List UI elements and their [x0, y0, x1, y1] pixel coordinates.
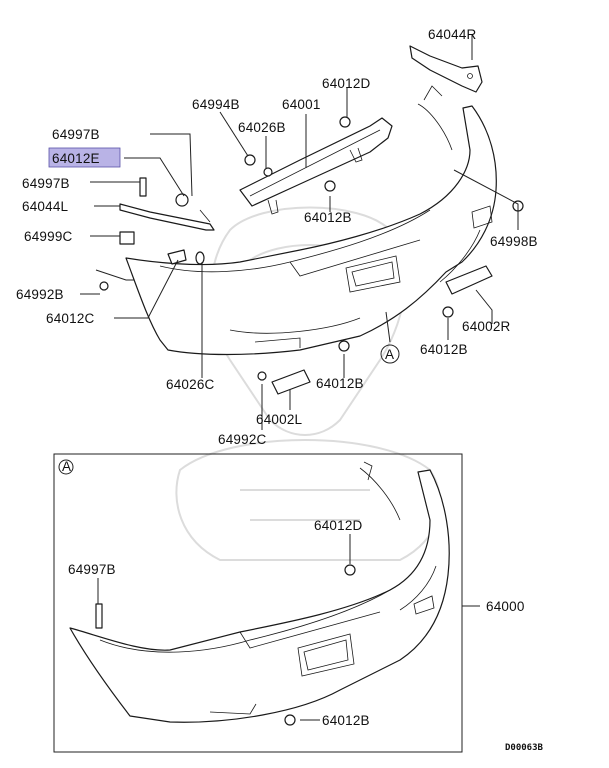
label-64997B-top: 64997B: [52, 127, 100, 142]
label-64026C: 64026C: [166, 377, 215, 392]
bracket-64044L: [119, 203, 215, 231]
diagram-code: D00063B: [505, 743, 544, 753]
view-marker-circle: [380, 344, 400, 364]
bumper-cover-upper: [125, 85, 497, 356]
label-64044L: 64044L: [22, 199, 69, 214]
label-64997B-mid: 64997B: [22, 176, 70, 191]
label-64012D-inset: 64012D: [314, 518, 363, 533]
leader-lines-upper: [80, 35, 519, 430]
highlight-box: [48, 147, 121, 168]
bracket-64044R: [409, 45, 483, 93]
bumper-cover-inset: [69, 469, 450, 723]
label-64012D: 64012D: [322, 76, 371, 91]
callout-labels-upper: 64044R 64012D 64994B 64001 64026B 64997B…: [16, 27, 538, 447]
label-64000: 64000: [486, 599, 525, 614]
label-64992C: 64992C: [218, 432, 267, 447]
label-64012C: 64012C: [46, 311, 95, 326]
label-64044R: 64044R: [428, 27, 477, 42]
inset-view-A: A 64012D 64997B 64000 64012B: [53, 453, 525, 753]
label-64012B-b: 64012B: [420, 342, 468, 357]
label-64997B-inset: 64997B: [68, 562, 116, 577]
bumper-reinforcement: [239, 117, 393, 215]
label-64994B: 64994B: [192, 97, 240, 112]
label-64999C: 64999C: [24, 229, 73, 244]
label-64998B: 64998B: [490, 234, 538, 249]
label-64012B-inset: 64012B: [322, 713, 370, 728]
label-64012E: 64012E: [52, 151, 100, 166]
inset-frame: [53, 453, 463, 753]
inset-view-marker: A: [62, 459, 71, 474]
inset-marker-circle: [58, 459, 74, 475]
label-64012B-c: 64012B: [316, 376, 364, 391]
label-64992B: 64992B: [16, 287, 64, 302]
fastener-parts: [99, 116, 524, 381]
label-64012B-a: 64012B: [304, 210, 352, 225]
spacer-64002L: [271, 369, 311, 395]
label-64002L: 64002L: [256, 412, 303, 427]
label-64002R: 64002R: [462, 319, 511, 334]
label-64001: 64001: [282, 97, 321, 112]
spacer-64002R: [445, 265, 493, 295]
label-64026B: 64026B: [238, 120, 286, 135]
view-marker-upper: A: [385, 347, 394, 362]
